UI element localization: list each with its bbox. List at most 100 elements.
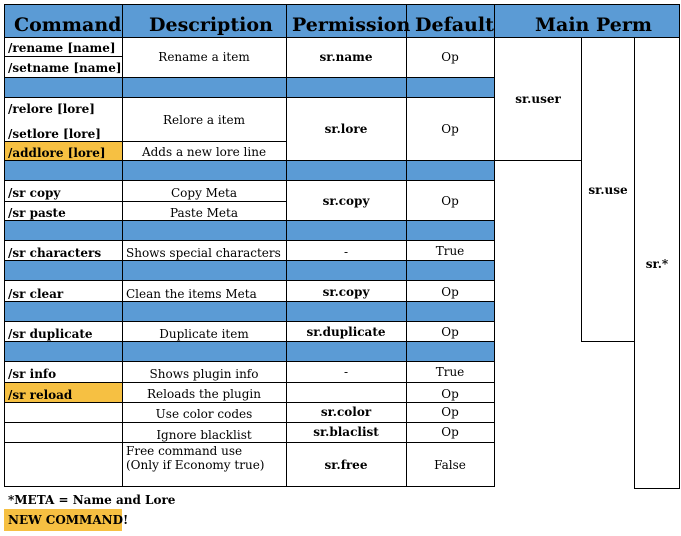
grid-line	[581, 341, 635, 342]
command-cell: /sr info	[8, 367, 57, 381]
grid-line	[4, 260, 494, 261]
grid-line	[4, 422, 494, 423]
command-cell: /sr reload	[8, 388, 73, 402]
separator-band	[4, 220, 494, 240]
main-perm-all: sr.*	[645, 257, 669, 271]
grid-line	[679, 4, 680, 488]
separator-band	[4, 341, 494, 361]
grid-line	[4, 4, 5, 487]
grid-line	[4, 160, 494, 161]
description-cell: Clean the items Meta	[126, 287, 257, 301]
default-cell: False	[434, 458, 466, 472]
grid-line	[4, 341, 494, 342]
command-cell: /rename [name]	[8, 41, 116, 55]
description-cell: Use color codes	[155, 407, 253, 421]
grid-line	[4, 180, 494, 181]
permission-cell: sr.blaclist	[313, 425, 379, 439]
new-command-highlight	[4, 382, 122, 402]
header-main-perm: Main Perm	[535, 14, 652, 36]
command-cell: /addlore [lore]	[8, 146, 106, 160]
description-cell: Free command use	[126, 444, 243, 458]
grid-line	[581, 38, 582, 342]
grid-line	[4, 201, 286, 202]
grid-line	[634, 488, 680, 489]
default-cell: Op	[441, 387, 459, 401]
grid-line	[4, 486, 494, 487]
default-cell: True	[435, 365, 465, 379]
grid-line	[286, 4, 287, 487]
grid-line	[4, 141, 286, 142]
header-description: Description	[149, 14, 273, 36]
grid-line	[122, 4, 123, 487]
grid-line	[4, 442, 494, 443]
grid-line	[4, 321, 494, 322]
default-cell: Op	[441, 405, 459, 419]
new-command-highlight	[4, 141, 122, 160]
command-cell: /sr clear	[8, 287, 64, 301]
description-cell: (Only if Economy true)	[126, 458, 265, 472]
grid-line	[4, 240, 494, 241]
grid-line	[4, 77, 494, 78]
separator-band	[4, 301, 494, 321]
grid-line	[4, 56, 122, 57]
default-cell: Op	[441, 325, 459, 339]
default-cell: Op	[441, 122, 459, 136]
description-cell: Duplicate item	[159, 327, 249, 341]
separator-band	[4, 160, 494, 180]
grid-line	[634, 38, 635, 489]
grid-line	[494, 160, 582, 161]
meta-note: *META = Name and Lore	[8, 493, 176, 507]
permission-cell: sr.lore	[324, 122, 368, 136]
grid-line	[4, 220, 494, 221]
description-cell: Rename a item	[158, 50, 250, 64]
grid-line	[4, 361, 494, 362]
default-cell: Op	[441, 194, 459, 208]
description-cell: Adds a new lore line	[141, 145, 267, 159]
permission-cell: sr.copy	[322, 285, 370, 299]
description-cell: Shows special characters	[126, 246, 281, 260]
header-default: Default	[415, 14, 494, 36]
command-cell: /setlore [lore]	[8, 127, 101, 141]
permission-cell: sr.copy	[322, 194, 370, 208]
grid-line	[406, 4, 407, 487]
permission-cell: -	[343, 365, 349, 379]
separator-band	[4, 77, 494, 97]
legend-new-command-label: NEW COMMAND!	[8, 513, 129, 527]
command-cell: /sr paste	[8, 206, 66, 220]
header-command: Command	[14, 14, 122, 36]
grid-line	[494, 4, 495, 487]
command-cell: /sr copy	[8, 186, 61, 200]
description-cell: Ignore blacklist	[156, 428, 252, 442]
command-cell: /relore [lore]	[8, 102, 95, 116]
permission-cell: sr.duplicate	[306, 325, 386, 339]
command-cell: /sr characters	[8, 246, 102, 260]
permission-cell: -	[343, 245, 349, 259]
permission-cell: sr.color	[320, 405, 372, 419]
description-cell: Shows plugin info	[149, 367, 259, 381]
grid-line	[4, 382, 494, 383]
header-band	[4, 4, 679, 38]
grid-line	[4, 301, 494, 302]
description-cell: Copy Meta	[170, 186, 238, 200]
permission-cell: sr.free	[324, 458, 368, 472]
default-cell: True	[435, 244, 465, 258]
main-perm-user: sr.user	[515, 92, 561, 106]
grid-line	[4, 97, 494, 98]
command-cell: /setname [name]	[8, 61, 122, 75]
default-cell: Op	[441, 50, 459, 64]
default-cell: Op	[441, 285, 459, 299]
grid-line	[4, 280, 494, 281]
grid-line	[4, 4, 679, 5]
description-cell: Reloads the plugin	[147, 387, 261, 401]
default-cell: Op	[441, 425, 459, 439]
legend-new-command-swatch	[4, 509, 122, 531]
separator-band	[4, 260, 494, 280]
grid-line	[4, 37, 679, 38]
description-cell: Relore a item	[163, 113, 245, 127]
description-cell: Paste Meta	[170, 206, 238, 220]
permission-cell: sr.name	[319, 50, 373, 64]
grid-line	[4, 402, 494, 403]
command-cell: /sr duplicate	[8, 327, 93, 341]
main-perm-use: sr.use	[588, 183, 628, 197]
header-permission: Permission	[292, 14, 411, 36]
